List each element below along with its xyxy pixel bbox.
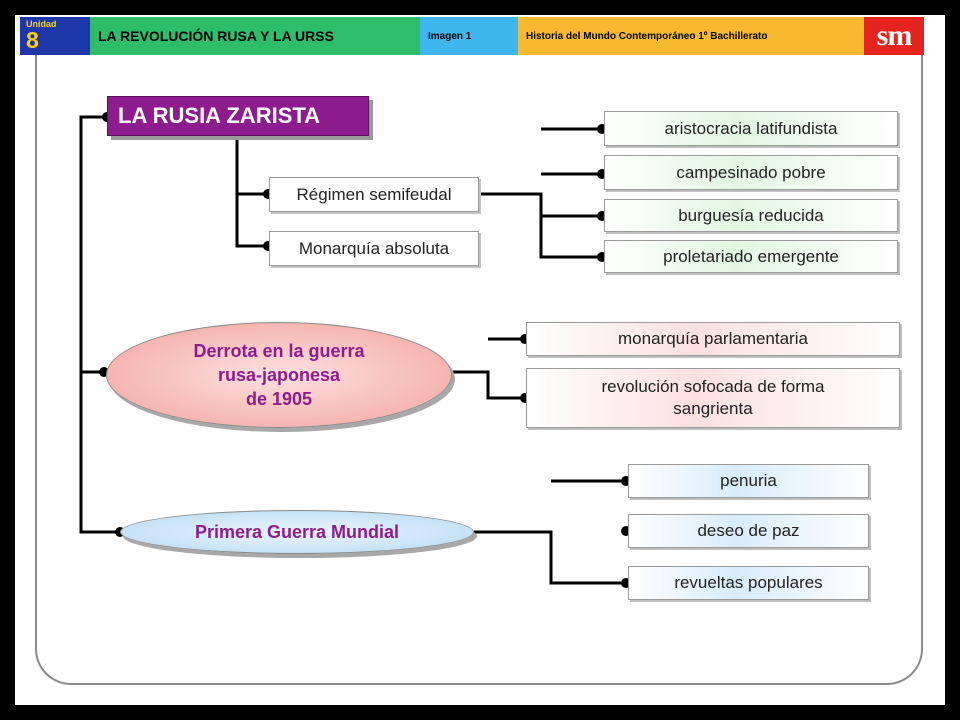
book-title: Historia del Mundo Contemporáneo 1º Bach… xyxy=(518,17,864,55)
unit-label: Unidad xyxy=(26,19,57,29)
class-campesinado: campesinado pobre xyxy=(604,155,898,190)
result-monarquia-parlamentaria: monarquía parlamentaria xyxy=(526,322,900,356)
result-revolucion-sofocada: revolución sofocada de forma sangrienta xyxy=(526,368,900,428)
revolucion-line-2: sangrienta xyxy=(673,399,753,418)
derrota-line-1: Derrota en la guerra xyxy=(193,341,365,361)
node-regimen-semifeudal: Régimen semifeudal xyxy=(269,177,479,212)
class-aristocracia: aristocracia latifundista xyxy=(604,111,898,146)
unit-title: LA REVOLUCIÓN RUSA Y LA URSS xyxy=(90,17,420,55)
unit-number: 8 xyxy=(26,27,39,53)
node-primera-guerra: Primera Guerra Mundial xyxy=(120,510,474,554)
content-frame xyxy=(35,45,923,685)
image-label: Imagen 1 xyxy=(420,17,518,55)
result-penuria: penuria xyxy=(628,464,869,498)
revolucion-line-1: revolución sofocada de forma xyxy=(601,377,825,396)
class-proletariado: proletariado emergente xyxy=(604,240,898,273)
root-node: LA RUSIA ZARISTA xyxy=(107,96,369,136)
derrota-line-2: rusa-japonesa xyxy=(217,365,341,385)
unit-badge: Unidad 8 xyxy=(20,17,90,55)
result-revueltas-populares: revueltas populares xyxy=(628,566,869,600)
result-deseo-de-paz: deseo de paz xyxy=(628,514,869,548)
node-monarquia-absoluta: Monarquía absoluta xyxy=(269,231,479,266)
derrota-line-3: de 1905 xyxy=(245,389,313,409)
class-burguesia: burguesía reducida xyxy=(604,199,898,232)
node-derrota-guerra: Derrota en la guerra rusa-japonesa de 19… xyxy=(106,322,452,428)
publisher-logo: sm xyxy=(864,17,924,55)
